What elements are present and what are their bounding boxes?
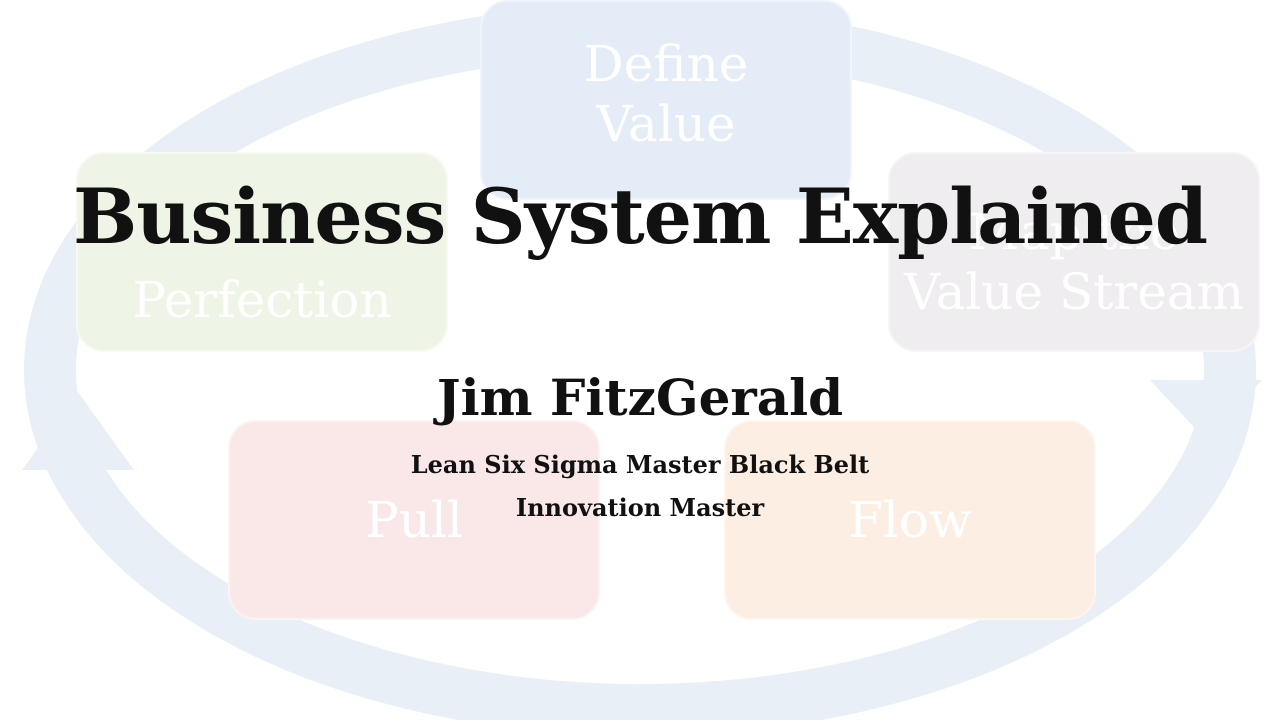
cycle-step-pull: Pull [228, 420, 600, 620]
author-role: Lean Six Sigma Master Black Belt [410, 450, 870, 479]
cycle-step-label: Pull [365, 491, 463, 549]
cycle-arrowhead-right [1150, 380, 1262, 440]
cycle-step-perfection: Perfection [76, 152, 448, 352]
cycle-step-flow: Flow [724, 420, 1096, 620]
cycle-step-map-value-stream: Map the Value Stream [888, 152, 1260, 352]
author-name: Jim FitzGerald [436, 368, 844, 427]
cycle-step-label: Perfection [132, 271, 392, 329]
cycle-arrowhead-left [22, 392, 134, 470]
author-role: Innovation Master [515, 493, 765, 522]
cycle-step-label: Flow [848, 491, 972, 549]
cycle-step-label: Map the Value Stream [903, 203, 1245, 321]
slide-title: Business System Explained [72, 172, 1208, 261]
cycle-step-label: Define Value [583, 35, 749, 153]
cycle-step-define-value: Define Value [480, 0, 852, 200]
